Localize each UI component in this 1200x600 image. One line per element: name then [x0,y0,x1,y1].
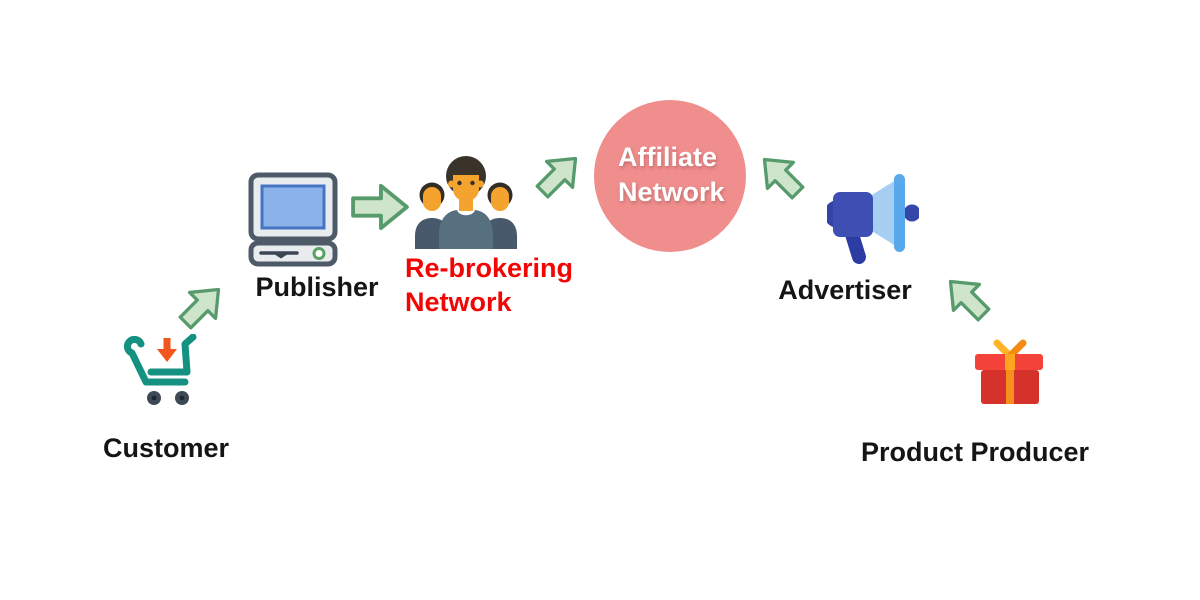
shopping-cart-icon [123,334,197,405]
arrow-rebrokering-to-affiliate-icon [527,143,591,207]
desktop-computer-icon [248,172,338,267]
gift-box-icon [975,339,1043,404]
affiliate-network-label: Affiliate Network [618,140,725,210]
arrow-advertiser-to-affiliate-icon [749,144,813,208]
affiliate-network-node: Affiliate Network [594,100,746,252]
advertiser-label: Advertiser [778,275,912,305]
people-group-icon [415,156,517,249]
rebrokering-label-line2: Network [405,287,512,317]
publisher-label: Publisher [255,272,379,302]
rebrokering-label: Re-brokering Network [405,251,573,319]
customer-label: Customer [102,433,230,463]
megaphone-icon [827,174,919,264]
affiliate-label-line2: Network [618,177,725,207]
arrow-publisher-to-rebrokering-icon [351,183,409,231]
product-producer-label: Product Producer [860,437,1090,467]
affiliate-label-line1: Affiliate [618,142,718,172]
rebrokering-label-line1: Re-brokering [405,253,574,283]
